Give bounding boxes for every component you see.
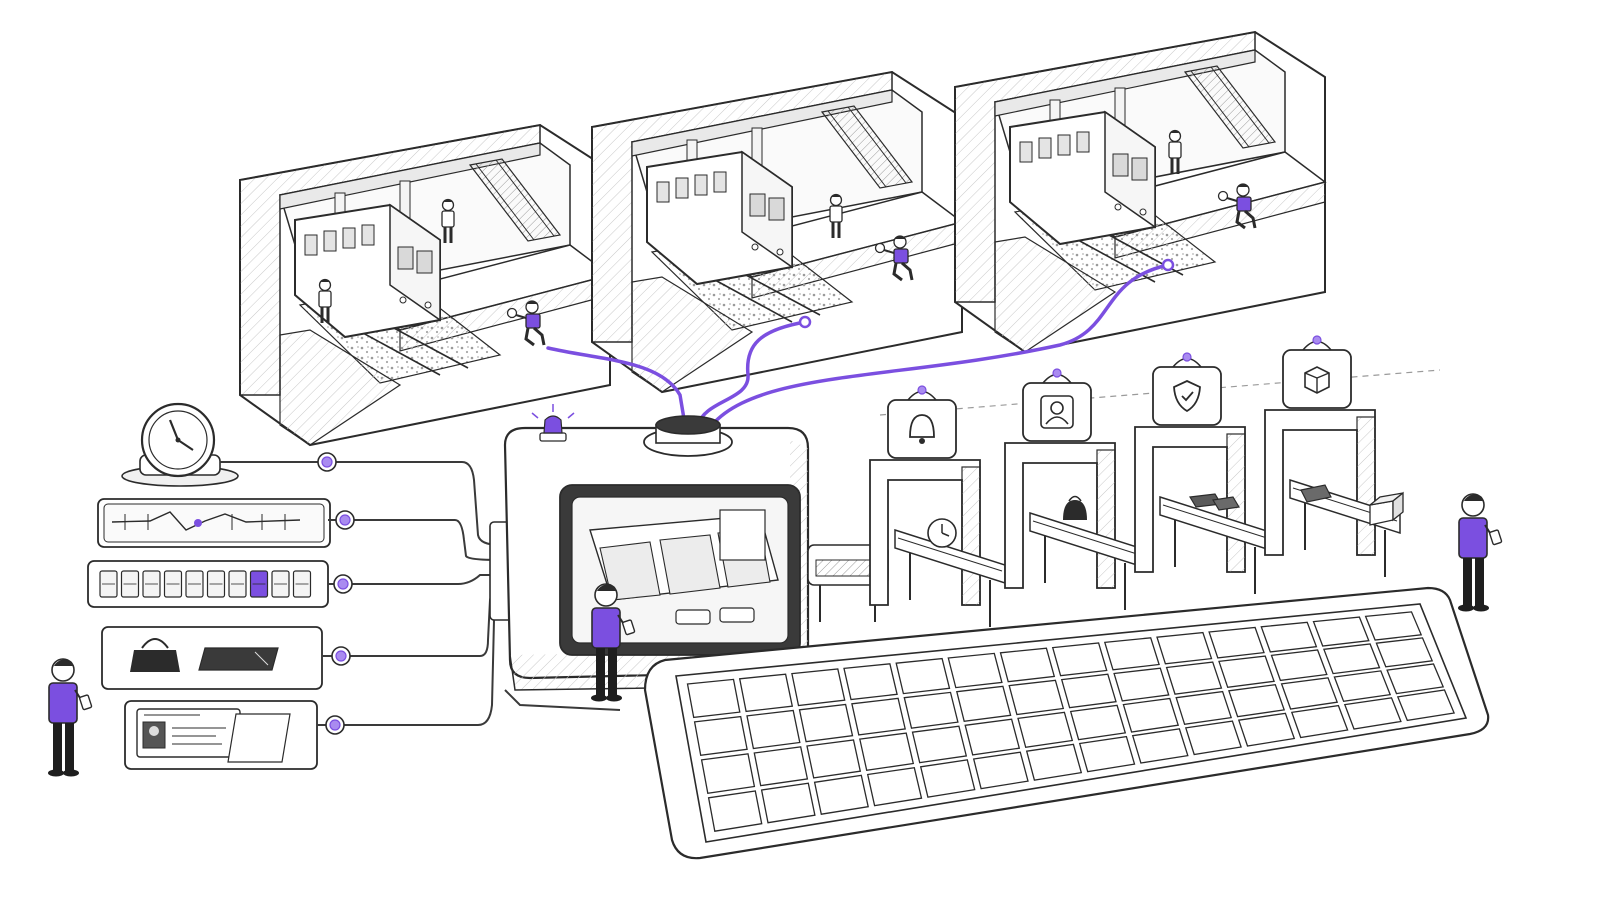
output-grid-cell: [693, 715, 748, 757]
sorting-machine: [489, 404, 810, 691]
output-grid-cell: [1260, 621, 1318, 653]
baggage-input: [101, 626, 323, 690]
output-grid-cell: [955, 685, 1012, 723]
output-grid-cell: [1218, 655, 1275, 689]
connector-node: [317, 452, 337, 472]
bell-icon: [909, 414, 935, 444]
output-grid-cell: [1017, 711, 1074, 749]
output-grid-cell: [843, 663, 898, 701]
output-grid-cell: [1131, 728, 1189, 764]
output-grid-cell: [947, 652, 1003, 689]
clock-input: [121, 402, 239, 487]
shield-check-icon: [1173, 380, 1201, 413]
output-grid-cell: [866, 766, 923, 807]
parcel-icon: [1300, 484, 1404, 526]
output-grid-cell: [999, 647, 1056, 683]
output-grid-cell: [1060, 673, 1117, 709]
output-grid-cell: [919, 759, 976, 798]
output-grid-cell: [1333, 670, 1392, 703]
timeline-graph-icon: [111, 511, 301, 531]
output-grid-cell: [1343, 697, 1402, 730]
output-grid-cell: [1025, 743, 1083, 781]
box-icon: [1304, 366, 1330, 394]
output-grid-cell: [813, 774, 869, 815]
phone-case-icon: [198, 647, 279, 671]
connector-node: [335, 510, 355, 530]
id-card-input: [124, 700, 318, 770]
cable-endpoint: [798, 315, 812, 329]
output-grid-cell: [1165, 661, 1223, 695]
output-grid-cell: [753, 746, 809, 787]
output-grid-cell: [859, 732, 915, 772]
person-icon: [1040, 395, 1074, 429]
output-grid-cell: [1122, 697, 1180, 733]
output-grid-cell: [1184, 720, 1242, 756]
output-grid-cell: [972, 751, 1029, 790]
handbag-icon: [130, 638, 180, 672]
output-grid-cell: [1156, 631, 1213, 665]
connector-node: [333, 574, 353, 594]
output-grid-cell: [1386, 663, 1445, 695]
output-grid-cell: [686, 678, 741, 719]
seat-grid-input: [87, 560, 329, 608]
station-cables: [546, 263, 1170, 427]
seat-grid-icon: [99, 570, 312, 598]
output-grid-cell: [1237, 712, 1296, 747]
output-grid-cell: [738, 673, 794, 713]
wallet-icon: [1189, 493, 1240, 511]
parcel-gate: [1264, 335, 1404, 577]
output-grid-cell: [964, 718, 1021, 756]
clock-icon: [140, 402, 216, 478]
person-gate: [1004, 368, 1141, 610]
alert-gate: [869, 385, 1006, 627]
station-2: [591, 71, 963, 393]
output-grid-cell: [1280, 677, 1339, 710]
timeline-input: [97, 498, 331, 548]
output-grid-tray: [643, 586, 1490, 860]
connector-node: [331, 646, 351, 666]
output-grid-cell: [700, 753, 756, 795]
output-grid-cell: [1322, 643, 1381, 675]
output-grid-cell: [1396, 689, 1456, 722]
output-grid-cell: [1008, 679, 1065, 716]
output-grid-cell: [746, 709, 801, 750]
id-card-icon: [136, 708, 291, 763]
output-grid-cell: [1364, 611, 1423, 641]
output-grid-cell: [1069, 704, 1127, 741]
output-grid-cell: [1208, 626, 1265, 659]
output-grid-cell: [1113, 667, 1170, 702]
output-grid-cells: [686, 611, 1456, 832]
station-1: [239, 124, 611, 446]
output-grid-cell: [1175, 690, 1233, 726]
security-gate: [1134, 352, 1271, 594]
gate-attendant-figure: [1457, 493, 1503, 613]
output-grid-cell: [707, 790, 763, 832]
output-grid-cell: [1375, 637, 1434, 668]
output-grid-cell: [1078, 735, 1136, 773]
output-grid-cell: [1270, 649, 1328, 682]
station-3: [954, 31, 1326, 353]
output-grid-cell: [903, 691, 959, 729]
output-grid-cell: [791, 668, 846, 707]
cable-endpoint: [1161, 258, 1175, 272]
connector-node: [325, 715, 345, 735]
sorting-gates: [869, 335, 1404, 627]
output-grid-cell: [1228, 683, 1286, 718]
output-grid-cell: [895, 657, 951, 695]
output-grid-cell: [1103, 637, 1160, 671]
output-grid-cell: [911, 725, 968, 764]
output-grid-cell: [1051, 642, 1108, 677]
output-grid-cell: [851, 697, 906, 736]
input-attendant-figure: [47, 658, 93, 778]
alert-beacon-icon: [531, 404, 575, 442]
clock-icon: [927, 518, 957, 548]
output-grid-cell: [1312, 616, 1370, 647]
output-grid-cell: [806, 739, 862, 779]
output-grid-cell: [760, 782, 816, 824]
backpack-icon: [1063, 495, 1087, 520]
output-grid-cell: [1290, 704, 1349, 739]
output-grid-cell: [798, 703, 854, 743]
